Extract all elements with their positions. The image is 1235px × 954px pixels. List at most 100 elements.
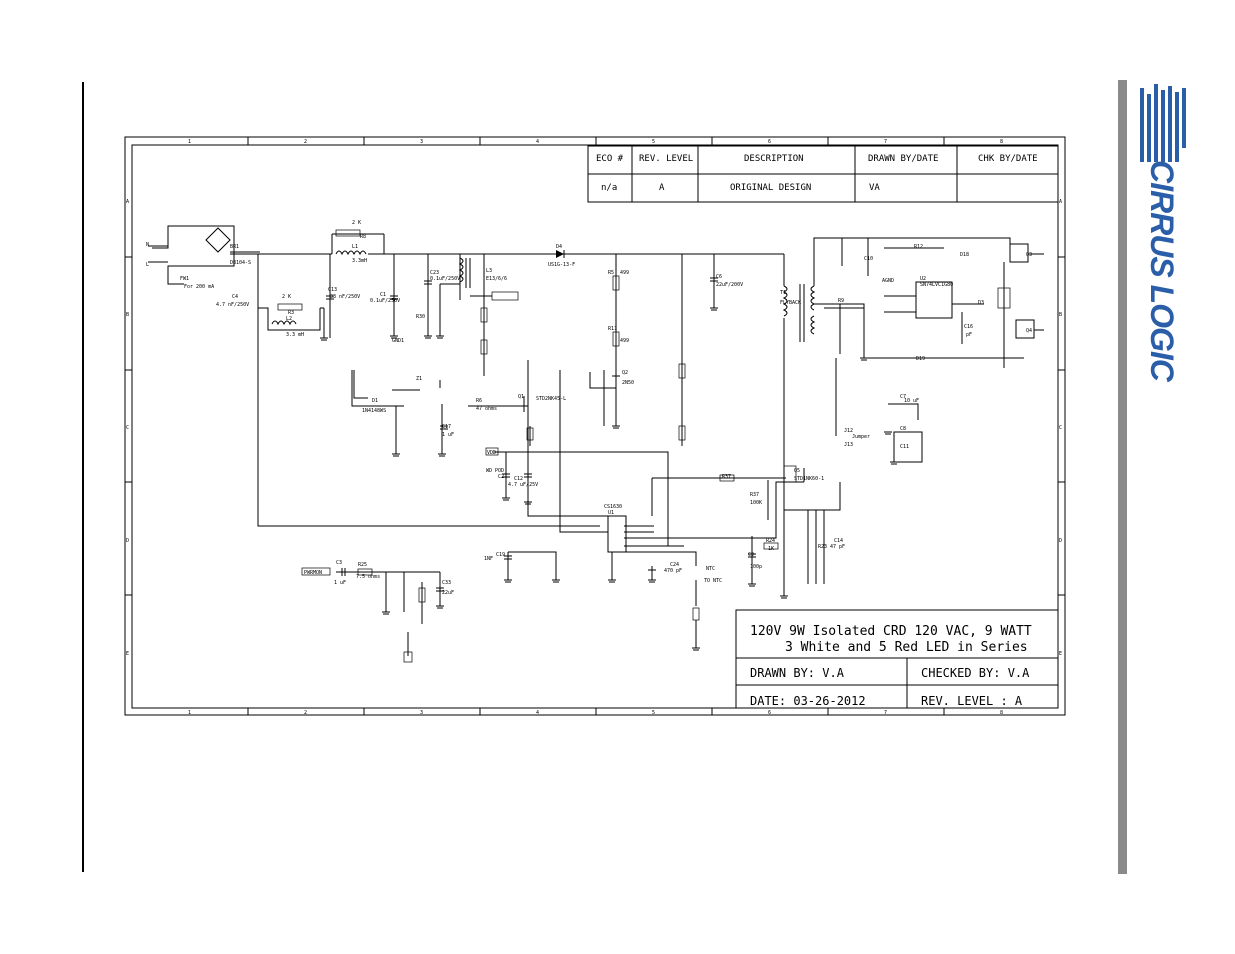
label-d1-part: 1N4148WS <box>362 408 386 414</box>
label-u2: U2 <box>920 276 926 282</box>
component-labels: N L BR1 DB104-S FW1 For 200 mA C4 4.7 nF… <box>146 220 1032 596</box>
title-line-1: 120V 9W Isolated CRD 120 VAC, 9 WATT <box>750 624 1032 639</box>
row-label: C <box>126 425 129 431</box>
label-r5: R5 <box>608 270 614 276</box>
label-t1: T1 <box>780 290 786 296</box>
outer-frame <box>124 136 1066 716</box>
label-to-ntc: TO NTC <box>704 578 722 584</box>
row-label: E <box>126 651 129 657</box>
label-c12-val: 4.7 uF/25V <box>508 482 538 488</box>
row-label: A <box>126 199 129 205</box>
drawn-by: DRAWN BY: V.A <box>750 666 845 680</box>
label-c24: C24 <box>670 562 679 568</box>
label-r11: R11 <box>608 326 617 332</box>
label-t1-val: FLYBACK <box>780 300 801 306</box>
label-q4: Q4 <box>1026 328 1032 334</box>
label-c8-val: 10 uF <box>904 398 919 404</box>
label-r9: R9 <box>838 298 844 304</box>
label-c19: C19 <box>496 552 505 558</box>
label-r8: 2 K <box>352 220 361 226</box>
col-label: 2 <box>304 139 307 145</box>
label-c17-val: 1 uF <box>442 432 454 438</box>
label-c3-val: 1 uF <box>334 580 346 586</box>
label-c33: C33 <box>442 580 451 586</box>
label-j13: J13 <box>844 442 853 448</box>
label-l3: L3 <box>486 268 492 274</box>
ground-symbols <box>320 307 898 651</box>
label-c24-val: 470 pF <box>664 568 682 574</box>
drawing-date: DATE: 03-26-2012 <box>750 694 866 708</box>
title-line-2: 3 White and 5 Red LED in Series <box>785 640 1028 655</box>
label-br1: BR1 <box>230 244 239 250</box>
schematic-drawing: 1 2 3 4 5 6 7 8 1 2 3 4 5 6 7 8 A B C D … <box>124 136 1066 716</box>
label-q5: Q5 <box>794 468 800 474</box>
col-label: 3 <box>420 710 423 716</box>
label-r37-ref: R37 <box>750 492 759 498</box>
label-r24-val: 1K <box>768 546 774 552</box>
label-c9-val: 100p <box>750 564 762 570</box>
label-l1-val: 3.3mH <box>352 258 367 264</box>
label-br1-part: DB104-S <box>230 260 251 266</box>
circuit-wiring <box>148 225 1044 663</box>
label-wd-pod: WD POD <box>486 468 504 474</box>
row-label: C <box>1059 425 1062 431</box>
brand-name: CIRRUS LOGIC <box>1144 160 1180 381</box>
rev-header-level: REV. LEVEL <box>639 154 693 164</box>
row-label: B <box>1059 312 1062 318</box>
inner-frame <box>131 144 1059 709</box>
label-c33-val: 22uF <box>442 590 454 596</box>
label-r24: R24 <box>766 538 775 544</box>
col-label: 4 <box>536 710 539 716</box>
left-margin-rule <box>82 82 84 872</box>
label-r11-val: 499 <box>620 338 629 344</box>
label-c12: C12 <box>514 476 523 482</box>
rev-cell-level: A <box>659 183 665 193</box>
label-c9: C9 <box>748 552 754 558</box>
label-l2: L2 <box>286 316 292 322</box>
label-d1: D1 <box>372 398 378 404</box>
label-c1-val: 0.1uF/250V <box>370 298 400 304</box>
label-c23-val: 0.1uF/250V <box>430 276 460 282</box>
label-c17: C17 <box>442 424 451 430</box>
label-l2-val: 3.3 mH <box>286 332 304 338</box>
col-label: 8 <box>1000 139 1003 145</box>
label-r25: R25 <box>358 562 367 568</box>
label-c4-val: 4.7 nF/250V <box>216 302 249 308</box>
label-z1: Z1 <box>416 376 422 382</box>
label-vdd: VDD <box>487 450 496 456</box>
label-c19-val: 1NF <box>484 556 493 562</box>
row-label: E <box>1059 651 1062 657</box>
label-agnd: AGND <box>882 278 894 284</box>
row-label: D <box>126 538 129 544</box>
label-r8-ref: R8 <box>360 234 366 240</box>
label-c4: C4 <box>232 294 238 300</box>
row-label: A <box>1059 199 1062 205</box>
col-label: 8 <box>1000 710 1003 716</box>
rev-header-description: DESCRIPTION <box>744 154 804 164</box>
label-d3: D3 <box>978 300 984 306</box>
col-label: 7 <box>884 139 887 145</box>
label-c6: C6 <box>716 274 722 280</box>
label-c11: C11 <box>900 444 909 450</box>
column-markers: 1 2 3 4 5 6 7 8 1 2 3 4 5 6 7 8 <box>188 137 1003 716</box>
label-d4-part: US1G-13-F <box>548 262 575 268</box>
col-label: 6 <box>768 710 771 716</box>
label-c7: C7 <box>900 394 906 400</box>
label-r3-ref: R3 <box>288 310 294 316</box>
label-r5-val: 499 <box>620 270 629 276</box>
label-input-n: N <box>146 242 149 248</box>
rev-header-eco: ECO # <box>596 154 624 164</box>
row-label: B <box>126 312 129 318</box>
rev-header-drawn: DRAWN BY/DATE <box>868 154 938 164</box>
col-label: 5 <box>652 710 655 716</box>
row-markers: A B C D E A B C D E <box>125 199 1065 657</box>
label-ntc: NTC <box>706 566 715 572</box>
col-label: 7 <box>884 710 887 716</box>
col-label: 1 <box>188 710 191 716</box>
cirrus-logic-logo-icon <box>1140 84 1186 162</box>
label-r37-val: 100K <box>750 500 762 506</box>
row-label: D <box>1059 538 1062 544</box>
label-c16-val: pF <box>966 332 972 338</box>
rev-cell-drawn: VA <box>869 183 880 193</box>
col-label: 5 <box>652 139 655 145</box>
